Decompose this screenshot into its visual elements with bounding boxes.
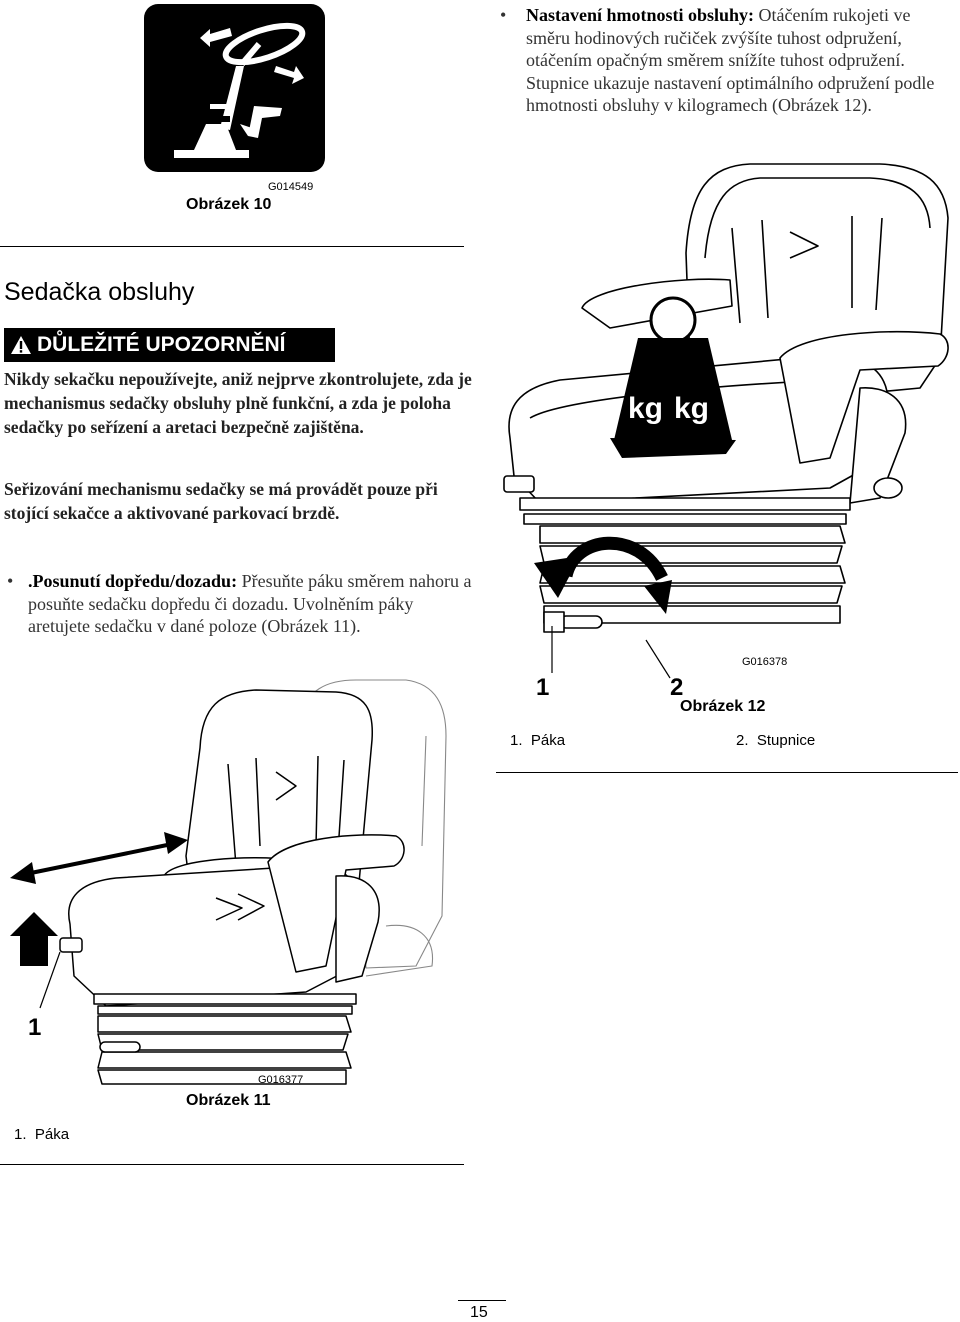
adjust-paragraph: Seřizování mechanismu sedačky se má prov… [4,479,438,523]
weight-adjust-bullet: • Nastavení hmotnosti obsluhy: Otáčením … [500,4,952,117]
weight-icon [614,338,732,440]
slide-adjust-bullet: • .Posunutí dopředu/dozadu: Přesuňte pák… [4,570,474,638]
legend-label: Páka [34,1126,70,1143]
figure-11-caption: Obrázek 11 [186,1092,271,1109]
figure-12-rule [496,772,958,773]
weight-kg-label-right: kg [674,392,710,425]
weight-kg-label-left: kg [628,392,664,425]
seat-adjust-pictogram-icon [144,4,325,172]
figure-12-legend-1: 1. Páka [510,732,565,749]
bullet-marker: • [7,571,14,591]
figure-12-callout-2: 2 [670,674,684,701]
legend-label: Páka [530,732,566,749]
figure-12-caption: Obrázek 12 [680,698,766,715]
legend-number: 1. [510,732,523,749]
seat-slide-illustration [10,679,447,1085]
up-arrow-icon [10,912,58,966]
section-rule-top [0,246,464,247]
bullet-term: .Posunutí dopředu/dozadu: [28,571,238,591]
important-notice-label: DŮLEŽITÉ UPOZORNĚNÍ [4,328,335,362]
figure-10 [144,4,325,172]
bullet-marker: • [500,5,507,25]
warning-paragraph: Nikdy sekačku nepoužívejte, aniž nejprve… [4,369,472,437]
figure-11-code: G016377 [258,1074,304,1086]
bullet-text: Otáčením rukojeti ve směru hodinových ru… [526,5,935,115]
legend-number: 1. [14,1126,27,1143]
legend-number: 2. [736,732,749,749]
section-title: Sedačka obsluhy [4,278,195,306]
page-number-rule [458,1300,506,1301]
figure-11-legend-1: 1. Páka [14,1126,69,1143]
figure-12-code: G016378 [742,656,788,668]
figure-12-callout-1: 1 [536,674,550,701]
figure-11 [6,676,466,1086]
seat-weight-illustration [503,163,949,679]
figure-11-rule [0,1164,464,1165]
bullet-text: Přesuňte páku směrem nahoru a posuňte se… [28,571,472,636]
legend-label: Stupnice [756,732,816,749]
bullet-term: Nastavení hmotnosti obsluhy: [526,5,755,25]
figure-11-callout-1: 1 [28,1014,42,1041]
page-number: 15 [470,1304,488,1321]
figure-12 [500,158,960,698]
figure-12-legend-2: 2. Stupnice [736,732,815,749]
important-notice-text: DŮLEŽITÉ UPOZORNĚNÍ [37,333,286,356]
warning-triangle-icon [11,336,31,354]
figure-10-code: G014549 [268,181,314,193]
figure-10-caption: Obrázek 10 [186,196,272,213]
double-arrow-icon [25,842,173,876]
